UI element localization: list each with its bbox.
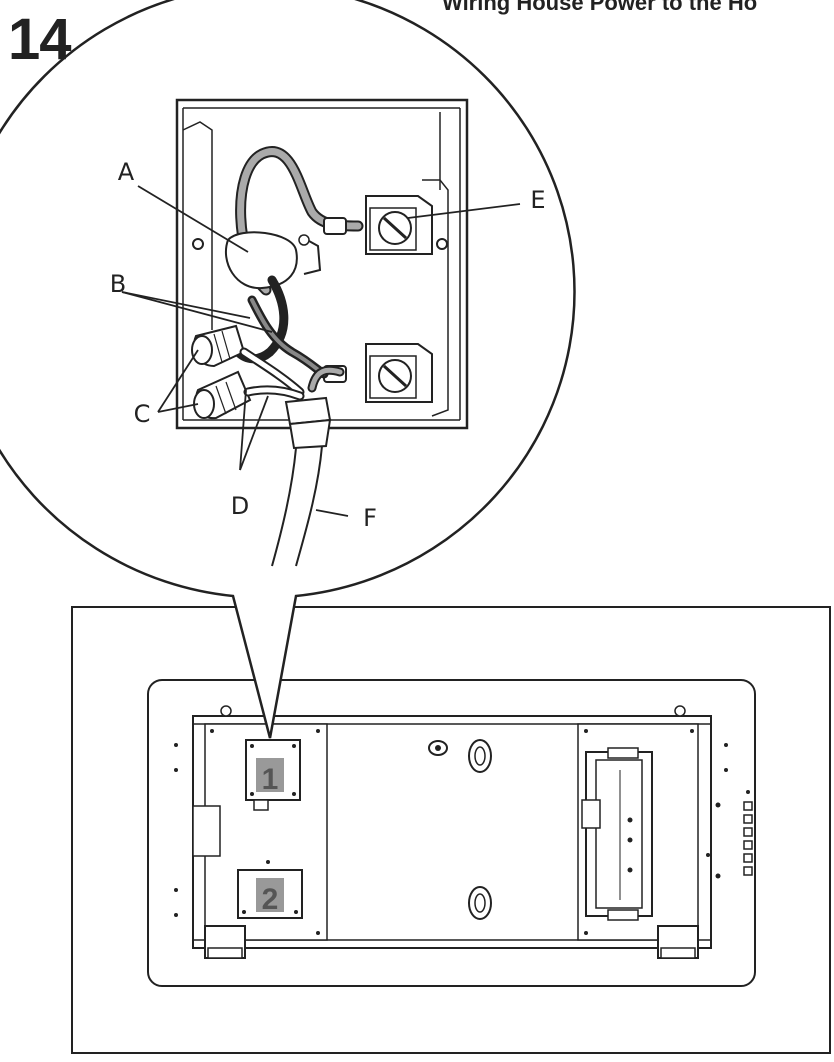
appliance-back-view: 1 2 (71, 606, 831, 1054)
callout-d: D (231, 492, 249, 520)
leader-lines (121, 185, 521, 517)
marker-1: 1 (262, 763, 279, 796)
mechanism-unit (585, 751, 653, 917)
wire-nut-upper (191, 324, 246, 368)
page-title: Wiring House Power to the Ho (442, 0, 758, 15)
terminal-block-top (365, 195, 433, 255)
callout-e: E (530, 186, 545, 214)
callout-c: C (134, 400, 151, 428)
callout-f: F (363, 504, 377, 532)
junction-box-detail (175, 98, 469, 567)
marker-2: 2 (262, 883, 279, 916)
cable-clamp (224, 231, 322, 290)
wire-nut-lower (193, 370, 252, 420)
connector-strip (743, 790, 753, 876)
step-number: 14 (8, 7, 72, 72)
callout-a: A (118, 158, 135, 186)
power-cable (271, 396, 332, 567)
junction-box-1: 1 (245, 739, 301, 811)
terminal-block-bottom (365, 343, 433, 403)
junction-box-2: 2 (237, 860, 303, 919)
callout-b: B (110, 270, 126, 298)
